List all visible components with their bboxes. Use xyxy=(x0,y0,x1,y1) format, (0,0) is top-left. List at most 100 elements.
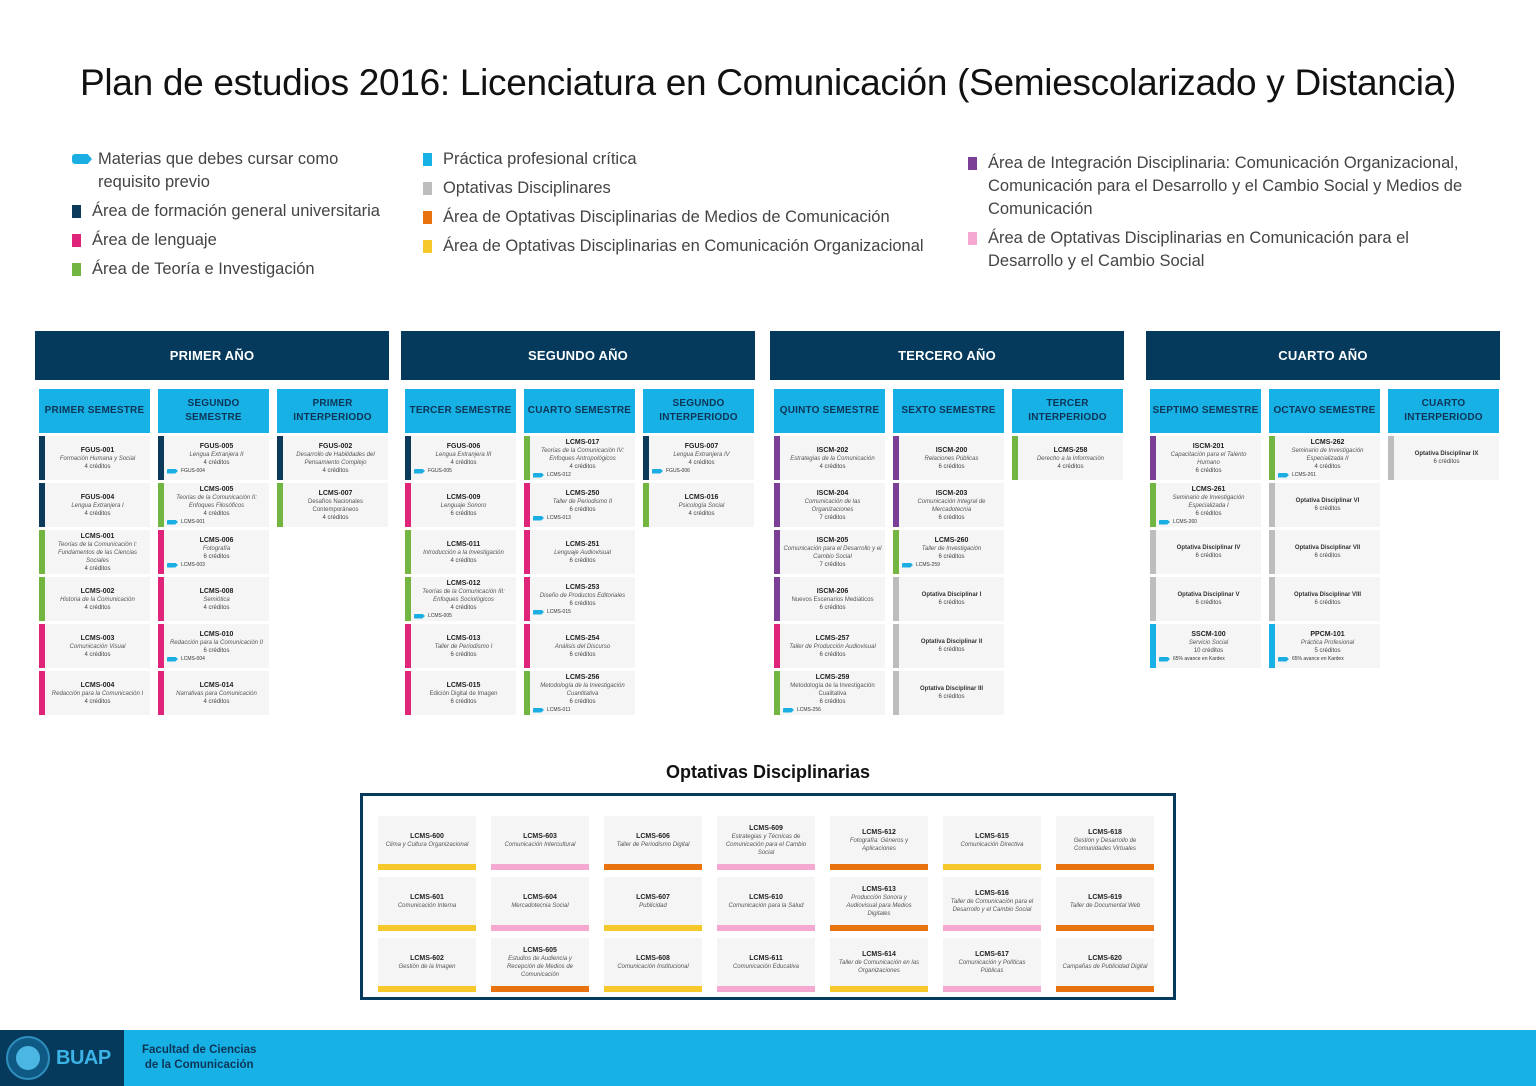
course-name: Psicología Social xyxy=(678,502,725,509)
optativa-code: LCMS-608 xyxy=(636,954,670,962)
course-credits: 6 créditos xyxy=(938,463,965,470)
legend-label: Área de Integración Disciplinaria: Comun… xyxy=(988,154,1463,218)
course-credits: 5 créditos xyxy=(1314,648,1341,654)
course-name: Teorías de la Comunicación II: Enfoques … xyxy=(176,495,257,509)
course-name: Desafíos Nacionales Contemporáneos xyxy=(307,498,364,513)
area-color-bar xyxy=(1388,436,1394,480)
legend-item: Área de Optativas Disciplinarias de Medi… xyxy=(423,206,943,229)
area-color-bar xyxy=(1150,483,1156,527)
prerequisite-tag: LCMS-011 xyxy=(533,707,571,713)
area-color-bar xyxy=(39,530,45,574)
legend-item: Área de Optativas Disciplinarias en Comu… xyxy=(423,235,943,258)
area-color-bar xyxy=(277,436,283,480)
optativa-code: LCMS-613 xyxy=(862,885,896,893)
course-credits: 4 créditos xyxy=(819,463,846,470)
optativa-name: Campañas de Publicidad Digital xyxy=(1062,963,1148,970)
area-color-band xyxy=(943,864,1041,870)
course-code: ISCM-201 xyxy=(1192,442,1225,450)
course-name: Semiótica xyxy=(203,596,230,603)
course-credits: 6 créditos xyxy=(938,694,965,700)
prerequisite-tag: LCMS-005 xyxy=(414,613,452,619)
legend-item: Área de Teoría e Investigación xyxy=(72,258,392,281)
course-code: ISCM-200 xyxy=(935,446,968,454)
